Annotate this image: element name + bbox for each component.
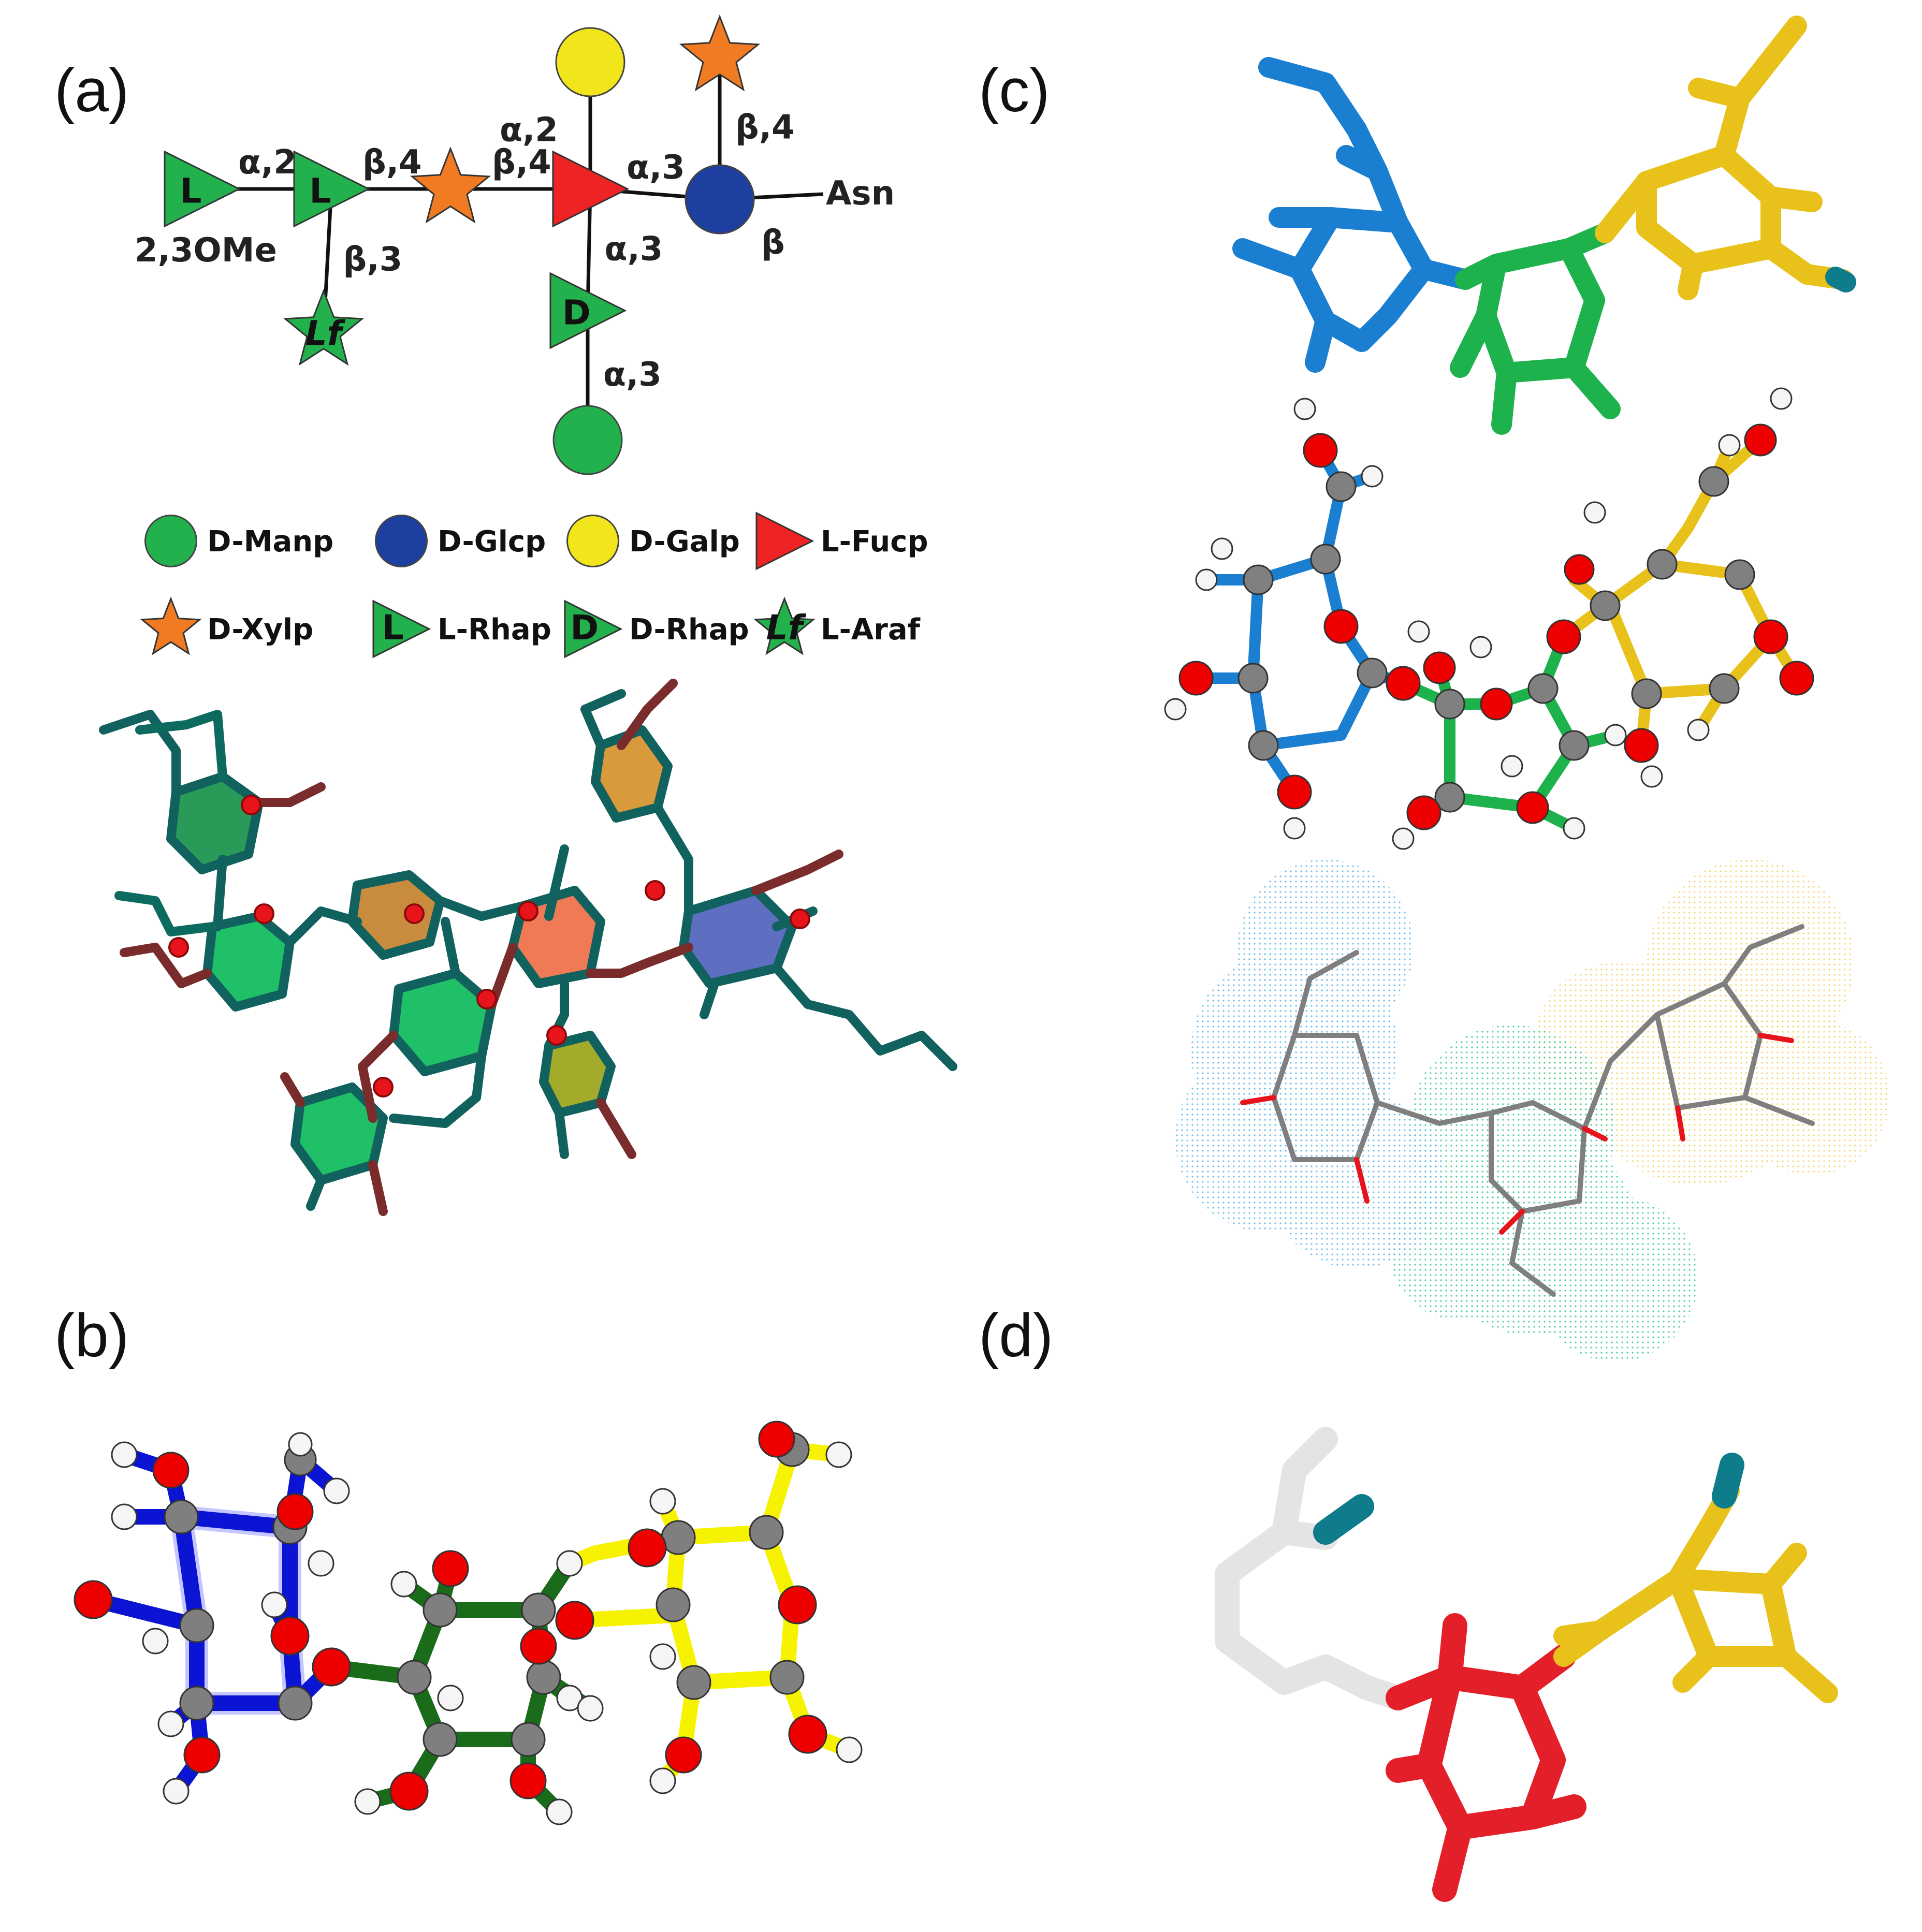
linkage-label: α,2 — [500, 111, 558, 150]
glycan-nodes: L L Lf D — [164, 14, 761, 475]
asn-label: Asn — [826, 174, 895, 213]
legend-d-xylp-symbol — [140, 596, 202, 655]
legend-l-rhap-symbol — [372, 599, 431, 658]
legend-d-galp-symbol — [566, 515, 619, 567]
glycan-glc-symbol — [685, 164, 755, 235]
linkage-label: β,4 — [492, 143, 551, 182]
legend-d-rhap-symbol — [564, 599, 623, 658]
linkage-label: β,4 — [735, 109, 795, 147]
linkage-label: α,3 — [603, 356, 662, 394]
linkage-label: α,3 — [605, 230, 663, 269]
glycan-rha2-symbol — [293, 150, 371, 228]
tube-model — [1232, 16, 1856, 435]
linkage-label: α,3 — [627, 149, 685, 187]
glycan-araf-symbol — [283, 288, 365, 366]
legend-label: D-Manp — [207, 525, 333, 559]
legend-label: D-Glcp — [438, 525, 546, 559]
glycan-araf-letter: Lf — [305, 313, 346, 353]
glycan-xyl2-symbol — [679, 14, 761, 92]
glycan-fuc-symbol — [552, 150, 630, 228]
legend-label: L-Fucp — [821, 525, 928, 559]
panel-label-d: (d) — [979, 1301, 1053, 1370]
ball-and-stick-model — [74, 1421, 863, 1825]
legend-l-fucp-symbol — [755, 511, 814, 570]
legend-label: D-Rhap — [629, 613, 749, 647]
panel-label-a: (a) — [54, 56, 129, 125]
ring-rha-top — [166, 772, 264, 874]
glycan-rha1-letter: L — [180, 171, 201, 211]
glycan-rhaD-letter: D — [562, 292, 591, 332]
legend-label: D-Xylp — [207, 613, 313, 647]
glycan-rhaD-symbol — [549, 272, 627, 349]
glycan-man-symbol — [552, 405, 623, 475]
linkage-label: β,3 — [343, 241, 403, 279]
legend-l-araf-symbol — [753, 596, 816, 655]
legend-label: L-Araf — [821, 613, 921, 647]
ring-xyl — [347, 870, 445, 960]
legend-d-glcp-symbol — [375, 515, 428, 567]
panel-label-c: (c) — [979, 56, 1050, 125]
legend-l-araf-letter: Lf — [766, 608, 807, 648]
glycan-rha2-letter: L — [309, 171, 331, 211]
linkage-label: α,2 — [238, 143, 297, 182]
panel-label-b: (b) — [54, 1301, 129, 1370]
legend-d-manp-symbol — [144, 515, 197, 567]
tube-model-d — [1215, 1427, 1838, 1902]
dotted-surface-model — [1175, 859, 1890, 1362]
legend-l-rhap-letter: L — [382, 608, 404, 648]
legend-label: D-Galp — [629, 525, 740, 559]
methyl-substituent-label: 2,3OMe — [135, 231, 277, 270]
glycan-rha1-symbol — [164, 150, 241, 228]
legend-label: L-Rhap — [438, 613, 551, 647]
legend-d-rhap-letter: D — [570, 608, 599, 648]
glycosidic-bond — [586, 188, 592, 311]
glycan-xyl1-symbol — [410, 146, 491, 224]
linkage-label: β,4 — [362, 143, 422, 182]
glycan-gal-symbol — [555, 27, 625, 97]
linkage-label: β — [761, 224, 785, 262]
colored-ball-and-stick-model — [1164, 387, 1814, 850]
glycan-3d-model — [99, 679, 957, 1216]
